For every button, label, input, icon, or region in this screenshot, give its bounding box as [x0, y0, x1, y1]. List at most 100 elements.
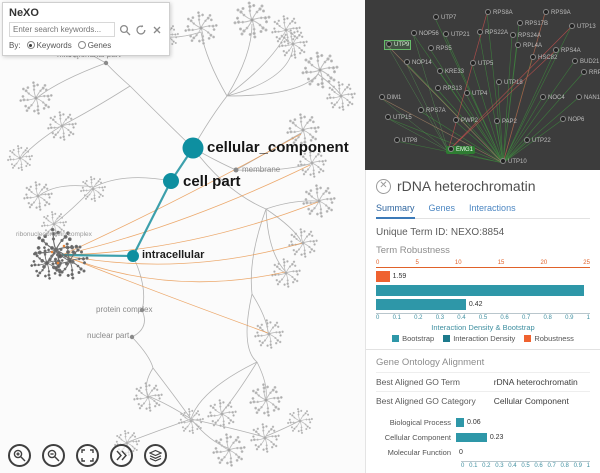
gene-node[interactable]: RPS17B — [517, 20, 548, 28]
axis-tick: 0.6 — [500, 315, 509, 321]
search-icon[interactable] — [118, 23, 131, 36]
gene-node[interactable]: UTP22 — [524, 137, 551, 145]
go-term-label: Best Aligned GO Term — [376, 377, 460, 387]
gene-node[interactable]: RRP7 — [581, 69, 600, 77]
gene-node[interactable]: RPS7A — [418, 107, 446, 115]
legend-interaction-density: Interaction Density — [443, 334, 515, 343]
search-panel: NeXO By: Keywords Genes — [2, 2, 170, 56]
gene-node[interactable]: NOP56 — [411, 30, 439, 38]
divider — [366, 349, 600, 350]
tree-node-mitochondrial-part-dot — [103, 60, 109, 66]
selected-path — [61, 147, 194, 258]
gene-node[interactable]: UTP10 — [500, 158, 527, 166]
tree-label-protein-complex[interactable]: protein complex — [96, 305, 153, 314]
axis-tick: 0.4 — [508, 463, 517, 469]
axis-tick: 5 — [415, 260, 419, 266]
legend-swatch — [524, 335, 532, 342]
gene-node[interactable]: RPL4A — [515, 42, 542, 50]
expand-selection-button[interactable] — [110, 444, 133, 467]
interaction-density-bar — [376, 299, 466, 310]
term-id-label: Unique Term ID: — [376, 227, 449, 238]
tree-label-nuclear-part[interactable]: nuclear part — [87, 331, 130, 340]
zoom-out-button[interactable] — [42, 444, 65, 467]
gene-node-highlighted[interactable]: UTP9 — [383, 40, 412, 50]
go-bar — [456, 418, 465, 427]
go-category-value: Cellular Component — [493, 396, 569, 406]
gene-node[interactable]: UTP15 — [385, 114, 412, 122]
gene-node[interactable]: PAP2 — [494, 118, 517, 126]
axis-tick: 0.1 — [469, 463, 478, 469]
reset-icon[interactable] — [134, 23, 147, 36]
axis-tick: 0.8 — [560, 463, 569, 469]
axis-tick: 0 — [376, 315, 380, 321]
gene-node[interactable]: RPS24A — [510, 32, 541, 40]
gene-node[interactable]: UTP4 — [464, 90, 487, 98]
layers-button[interactable] — [144, 444, 167, 467]
tab-summary[interactable]: Summary — [376, 203, 415, 219]
gene-node[interactable]: UTP13 — [569, 23, 596, 31]
tree-label-intracellular[interactable]: intracellular — [142, 249, 205, 261]
gene-node[interactable]: PWP2 — [453, 117, 478, 125]
gene-node[interactable]: RPS8A — [485, 9, 513, 17]
selected-cluster-orange-dots — [50, 244, 66, 265]
tree-node-cell-part-dot — [163, 173, 179, 189]
radio-keywords-label[interactable]: Keywords — [36, 41, 72, 50]
zoom-controls — [8, 444, 167, 467]
tree-label-cluster[interactable]: ribonucleoprotein complex — [16, 231, 92, 238]
gene-node[interactable]: UTP18 — [496, 79, 523, 87]
gene-node[interactable]: KRE33 — [437, 68, 464, 76]
gene-node[interactable]: NOP14 — [404, 59, 432, 67]
gene-node[interactable]: RPS22A — [477, 29, 508, 37]
gene-node[interactable]: RPS5 — [428, 45, 452, 53]
axis-tick: 0.9 — [565, 315, 574, 321]
details-tabs: Summary Genes Interactions — [376, 203, 590, 219]
axis-tick: 0.1 — [392, 315, 401, 321]
gene-node-highlighted[interactable]: EMG1 — [446, 146, 476, 154]
gene-node[interactable]: NAN1 — [576, 94, 600, 102]
gene-node[interactable]: DIM1 — [379, 94, 401, 102]
radio-genes-label[interactable]: Genes — [87, 41, 112, 50]
fit-to-screen-button[interactable] — [76, 444, 99, 467]
tree-label-cell-part[interactable]: cell part — [183, 173, 241, 190]
close-icon[interactable]: ✕ — [376, 178, 391, 194]
tab-genes[interactable]: Genes — [428, 203, 456, 213]
term-id-value: NEXO:8854 — [450, 227, 505, 238]
tree-label-cellular-component[interactable]: cellular_component — [207, 139, 349, 156]
legend-robustness: Robustness — [524, 334, 574, 343]
gene-node[interactable]: HSC82 — [530, 54, 557, 62]
axis-tick: 0.4 — [457, 315, 466, 321]
gene-node[interactable]: RPS4A — [553, 47, 581, 55]
gene-node[interactable]: UTP8 — [394, 137, 417, 145]
gene-node[interactable]: UTP7 — [433, 14, 456, 22]
axis-tick: 0.8 — [543, 315, 552, 321]
go-bar-value: 0 — [459, 449, 463, 456]
axis-tick: 0.3 — [495, 463, 504, 469]
axis-tick: 15 — [497, 260, 505, 266]
tree-label-membrane[interactable]: membrane — [242, 165, 281, 174]
gene-node[interactable]: RPS13 — [435, 85, 462, 93]
robustness-section-header: Term Robustness — [376, 245, 450, 256]
go-bar-value: 0.23 — [489, 434, 504, 441]
tab-interactions[interactable]: Interactions — [469, 203, 516, 213]
radio-keywords-circle[interactable] — [26, 41, 35, 49]
search-input[interactable] — [9, 22, 115, 37]
gene-node[interactable]: UTP5 — [470, 60, 493, 68]
zoom-in-button[interactable] — [8, 444, 31, 467]
clear-icon[interactable] — [150, 23, 163, 36]
gene-node[interactable]: NOP6 — [560, 116, 584, 124]
interaction-network-panel[interactable]: UTP7 RPS8A RPS9A RPS17B UTP13 NOP56 UTP2… — [365, 0, 600, 170]
selected-term-cluster — [29, 227, 89, 281]
robustness-bar — [376, 271, 390, 282]
go-category-label: Best Aligned GO Category — [376, 396, 476, 406]
axis-tick: 10 — [454, 260, 462, 266]
gene-node[interactable]: NOC4 — [540, 94, 565, 102]
radio-genes-circle[interactable] — [77, 41, 86, 49]
radio-keywords[interactable]: Keywords — [26, 41, 72, 50]
radio-genes[interactable]: Genes — [77, 41, 112, 50]
gene-node[interactable]: RPS9A — [543, 9, 571, 17]
gene-node[interactable]: BUD21 — [572, 58, 599, 66]
ontology-tree-panel[interactable]: cellular_component cell part intracellul… — [0, 0, 365, 473]
gene-node[interactable]: UTP21 — [443, 31, 470, 39]
